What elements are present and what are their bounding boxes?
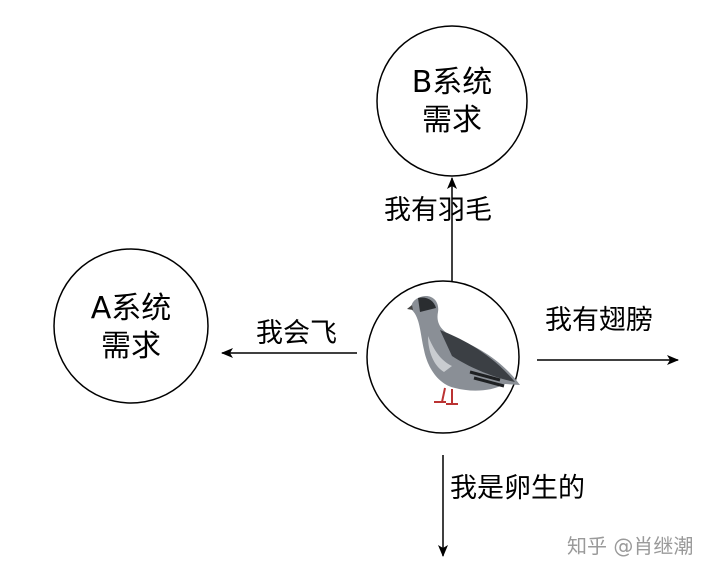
b-system-label: B系统 需求 [392, 64, 512, 140]
a-system-line2: 需求 [101, 329, 161, 364]
a-system-line1: A系统 [90, 291, 172, 326]
a-system-circle [53, 248, 209, 404]
edge-label-oviparous: 我是卵生的 [450, 473, 585, 504]
watermark: 知乎 @肖继潮 [567, 534, 694, 558]
b-system-line2: 需求 [422, 103, 482, 138]
edge-label-feathers: 我有羽毛 [384, 195, 492, 226]
edge-label-fly: 我会飞 [256, 318, 337, 349]
a-system-label: A系统 需求 [71, 290, 191, 366]
edge-label-wings: 我有翅膀 [545, 305, 653, 336]
b-system-circle [376, 25, 528, 177]
b-system-line1: B系统 [411, 65, 493, 100]
pigeon-icon [407, 295, 520, 405]
